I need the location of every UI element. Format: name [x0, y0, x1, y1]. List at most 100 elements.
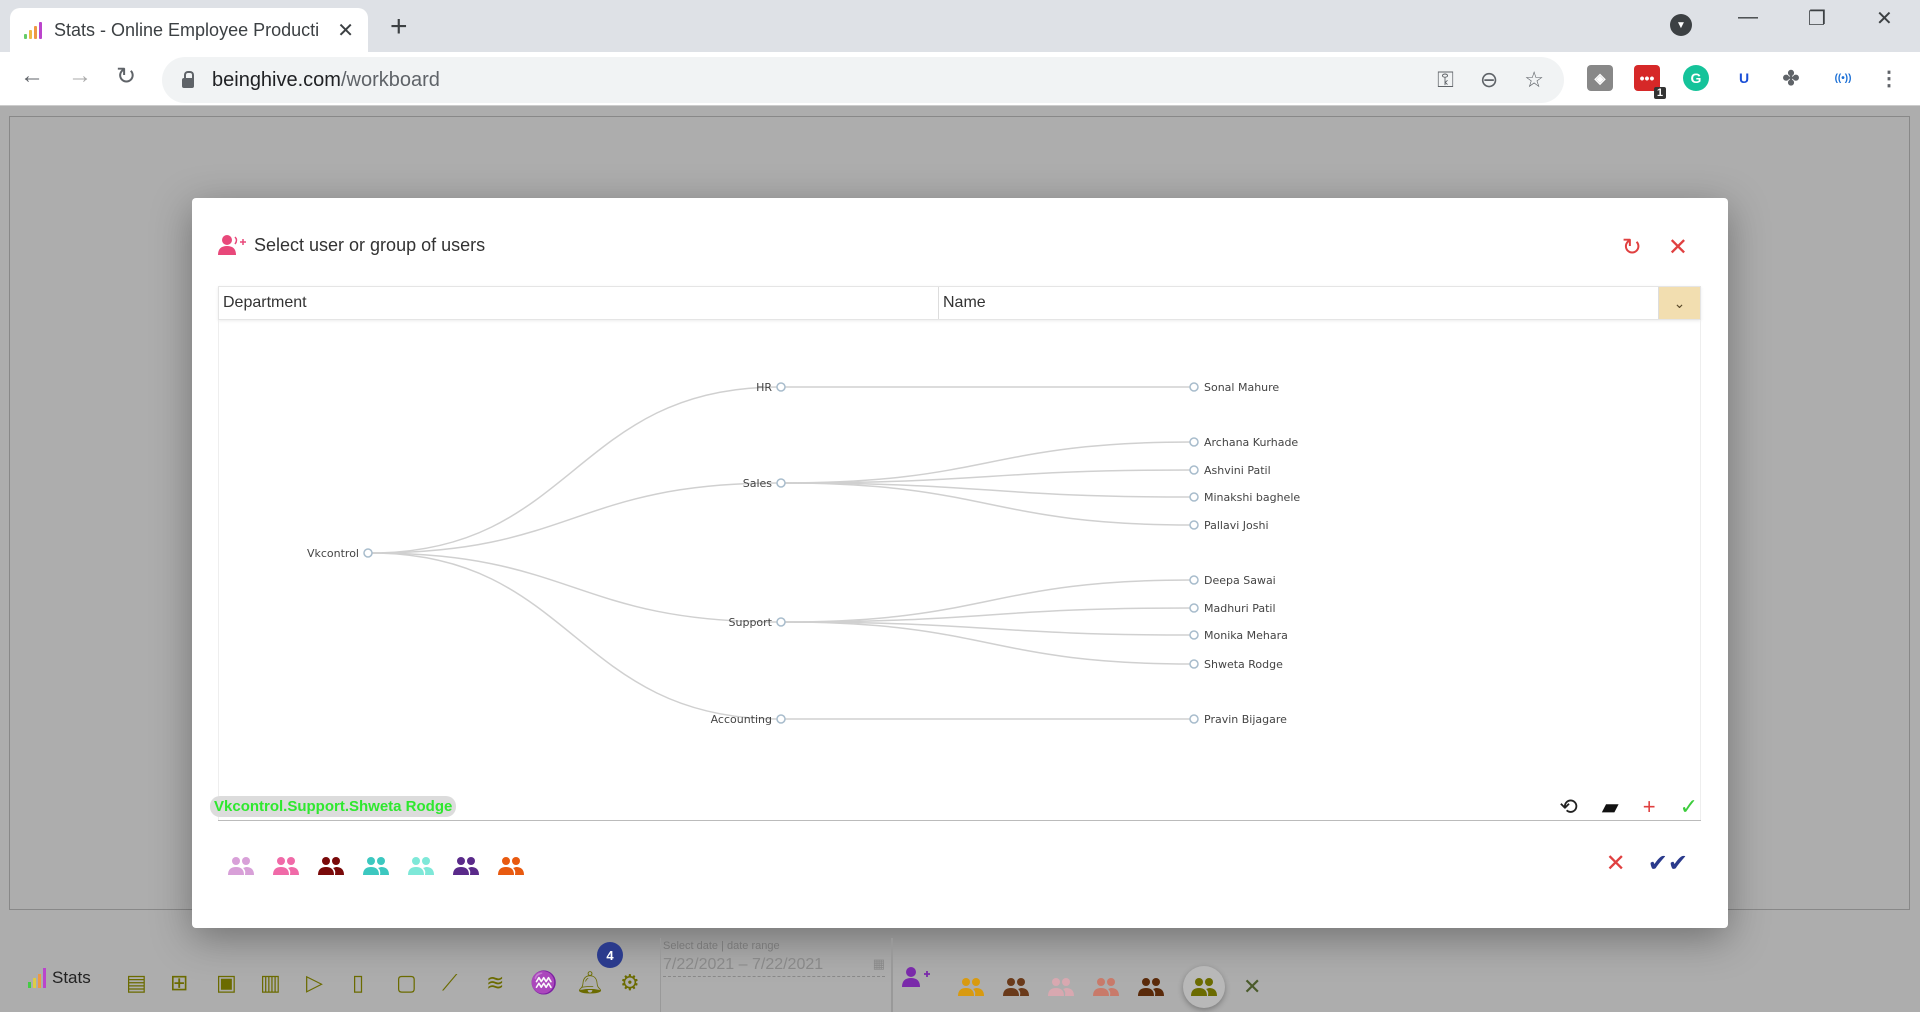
extension-radio-icon[interactable]: ((•))	[1826, 65, 1860, 91]
tree-node-user[interactable]: Ashvini Patil	[1204, 464, 1271, 477]
tree-node-user[interactable]: Archana Kurhade	[1204, 436, 1298, 449]
group-icon[interactable]	[453, 856, 480, 876]
group-icon[interactable]	[363, 856, 390, 876]
tree-node-user[interactable]: Madhuri Patil	[1204, 602, 1276, 615]
group-icon[interactable]	[958, 977, 985, 997]
user-add-icon[interactable]	[902, 966, 932, 988]
select-user-modal: Select user or group of users ↻ ✕ Depart…	[192, 198, 1728, 928]
clear-icon[interactable]: ✕	[1243, 974, 1262, 999]
tree-node-user[interactable]: Minakshi baghele	[1204, 491, 1300, 504]
window-close-icon[interactable]: ✕	[1876, 8, 1893, 30]
add-icon[interactable]: +	[1642, 794, 1656, 819]
zoom-out-icon[interactable]: ⊖	[1479, 67, 1499, 92]
tree-node-user[interactable]: Monika Mehara	[1204, 629, 1288, 642]
settings-gear-icon[interactable]: ⚙	[620, 970, 640, 995]
check-icon[interactable]: ✓	[1679, 794, 1698, 819]
line-chart-icon[interactable]: ⟋	[442, 970, 458, 995]
lock-icon	[182, 71, 194, 88]
extension-u-icon[interactable]: U	[1731, 65, 1757, 91]
modal-title-text: Select user or group of users	[254, 234, 486, 255]
tree-node-root[interactable]: Vkcontrol	[307, 547, 359, 560]
minimize-icon[interactable]: —	[1738, 6, 1758, 28]
extension-badge: 1	[1653, 87, 1666, 99]
notification-badge: 4	[597, 942, 623, 968]
url-host: beinghive.com	[212, 68, 341, 91]
tree-node-user[interactable]: Sonal Mahure	[1204, 381, 1279, 394]
double-check-icon[interactable]: ✔✔	[1647, 850, 1688, 877]
tree-node-user[interactable]: Shweta Rodge	[1204, 658, 1283, 671]
reset-history-icon[interactable]: ↻	[1621, 234, 1642, 261]
tree-header: Department Name ⌄	[218, 286, 1701, 320]
tree-node-dept[interactable]: Sales	[743, 477, 773, 490]
bottom-toolbar: Stats ▤ ⊞ ▣ ▥ ▷ ▯ ▢ ⟋ ≋ ♒ 🔔︎ ⚙	[0, 930, 1920, 1012]
stats-label: Stats	[52, 968, 91, 987]
stats-bars-icon	[28, 968, 46, 988]
group-icon[interactable]	[1138, 977, 1165, 997]
calendar-icon[interactable]: ▦	[872, 956, 885, 971]
group-icon[interactable]	[273, 856, 300, 876]
group-icon[interactable]	[1003, 977, 1030, 997]
back-icon[interactable]: ←	[20, 62, 44, 89]
restore-icon[interactable]: ❐	[1808, 8, 1826, 30]
reload-icon[interactable]: ↻	[116, 63, 137, 90]
date-value[interactable]: 7/22/2021 – 7/22/2021	[663, 956, 824, 973]
bell-icon[interactable]: 🔔︎	[576, 970, 604, 995]
phone-screenshot-icon[interactable]: ▯	[352, 970, 365, 995]
column-department: Department	[219, 287, 939, 319]
video-contact-icon[interactable]: ▢	[396, 970, 417, 995]
flashlight-icon[interactable]: ▰	[1601, 794, 1619, 819]
date-range-picker[interactable]: Select date | date range 7/22/2021 – 7/2…	[660, 938, 892, 1012]
chevron-down-icon[interactable]: ⌄	[1659, 287, 1700, 319]
layout-icon[interactable]: ▣	[216, 970, 237, 995]
tab-close-icon[interactable]: ✕	[337, 19, 354, 42]
address-bar[interactable]: beinghive.com/workboard ⚿ ⊖ ☆	[162, 57, 1564, 103]
bookmark-star-icon[interactable]: ☆	[1524, 67, 1544, 92]
active-group-button[interactable]	[1183, 966, 1225, 1008]
group-icon	[1190, 978, 1217, 996]
bottom-group-list: ✕	[958, 966, 1261, 1008]
tab-search-icon[interactable]: ▼	[1670, 14, 1692, 36]
receipt-icon[interactable]: ▤	[126, 970, 147, 995]
history-icon[interactable]: ⟲	[1559, 794, 1578, 819]
tree-node-dept[interactable]: HR	[756, 381, 772, 394]
cancel-icon[interactable]: ✕	[1605, 850, 1626, 877]
browser-tabbar: Stats - Online Employee Producti ✕ + ▼ —…	[0, 0, 1920, 52]
extensions-puzzle-icon[interactable]: ✤	[1778, 65, 1804, 91]
new-tab-icon[interactable]: +	[390, 10, 408, 43]
group-icon[interactable]	[228, 856, 255, 876]
extension-shield-icon[interactable]: ◈	[1587, 65, 1613, 91]
stats-favicon-icon	[24, 21, 44, 39]
tree-node-user[interactable]: Deepa Sawai	[1204, 574, 1276, 587]
group-color-list	[228, 856, 525, 876]
date-label: Select date | date range	[663, 940, 780, 952]
selected-path: Vkcontrol.Support.Shweta Rodge	[210, 796, 457, 817]
modal-title: Select user or group of users	[218, 234, 485, 256]
tree-node-dept[interactable]: Support	[729, 616, 773, 629]
group-icon[interactable]	[1048, 977, 1075, 997]
stats-logo[interactable]: Stats	[28, 968, 91, 988]
group-icon[interactable]	[498, 856, 525, 876]
browser-toolbar: ← → ↻ beinghive.com/workboard ⚿ ⊖ ☆ ◈ ••…	[0, 52, 1920, 106]
close-icon[interactable]: ✕	[1667, 234, 1688, 261]
multi-line-chart-icon[interactable]: ≋	[486, 970, 505, 995]
tree-node-user[interactable]: Pravin Bijagare	[1204, 713, 1287, 726]
surfing-icon[interactable]: ♒	[530, 970, 558, 995]
key-icon[interactable]: ⚿	[1437, 67, 1454, 92]
forward-icon[interactable]: →	[68, 62, 92, 89]
extension-lastpass-icon[interactable]: •••1	[1634, 65, 1666, 99]
grid-icon[interactable]: ⊞	[170, 970, 189, 995]
tree-node-dept[interactable]: Accounting	[711, 713, 772, 726]
tree-node-user[interactable]: Pallavi Joshi	[1204, 519, 1269, 532]
group-icon[interactable]	[1093, 977, 1120, 997]
org-tree: Vkcontrol HR Sales Support Accounting So…	[218, 320, 1701, 820]
table-icon[interactable]: ▥	[260, 970, 281, 995]
divider	[218, 820, 1701, 821]
user-add-icon	[218, 235, 246, 255]
extension-grammarly-icon[interactable]: G	[1683, 65, 1709, 91]
video-tv-icon[interactable]: ▷	[306, 970, 323, 995]
group-icon[interactable]	[408, 856, 435, 876]
chrome-menu-icon[interactable]: ⋮	[1876, 65, 1902, 91]
group-icon[interactable]	[318, 856, 345, 876]
url-path: /workboard	[340, 68, 440, 91]
browser-tab[interactable]: Stats - Online Employee Producti ✕	[10, 8, 368, 52]
